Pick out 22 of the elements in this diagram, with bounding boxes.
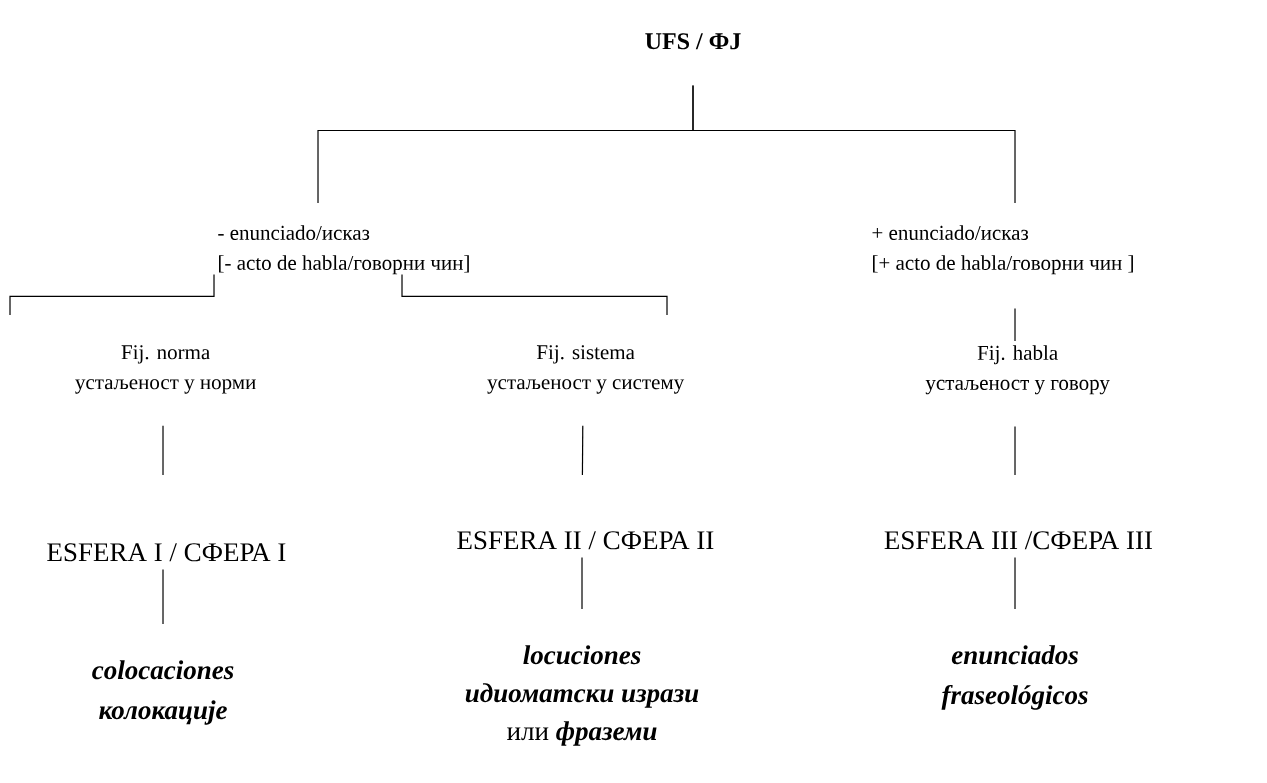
connector-line [162, 568, 164, 625]
sphere-label: ESFERA II / СФЕРА II [457, 531, 714, 550]
sphere-label: ESFERA I / СФЕРА I [47, 543, 286, 562]
title-text: UFS / ФJ [645, 33, 741, 50]
connector-line [1014, 307, 1016, 342]
category-label: + enunciado/исказ [+ acto de habla/говорни чин ] [872, 225, 1133, 275]
connector-line [692, 84, 1016, 204]
term-label: enunciados fraseológicos [941, 645, 1088, 710]
category-label: - enunciado/исказ [- acto de habla/говорни чин] [218, 225, 469, 275]
connector-line [401, 273, 668, 316]
connector-line [581, 425, 584, 476]
category-label: Fij. sistema устаљеност у систему [487, 345, 685, 394]
connector-line [162, 425, 164, 476]
category-label: Fij. habla устаљеност у говору [925, 345, 1110, 395]
sphere-label: ESFERA III /СФЕРА III [884, 531, 1152, 550]
connector-line [581, 556, 583, 610]
connector-line [1014, 425, 1016, 476]
connector-line [1014, 556, 1016, 610]
connector-line [9, 273, 215, 316]
term-label: locuciones идиоматски изрази или фраземи [465, 645, 699, 746]
category-label: Fij. norma устаљеност у норми [75, 345, 256, 394]
term-label: colocaciones колокације [92, 660, 234, 725]
